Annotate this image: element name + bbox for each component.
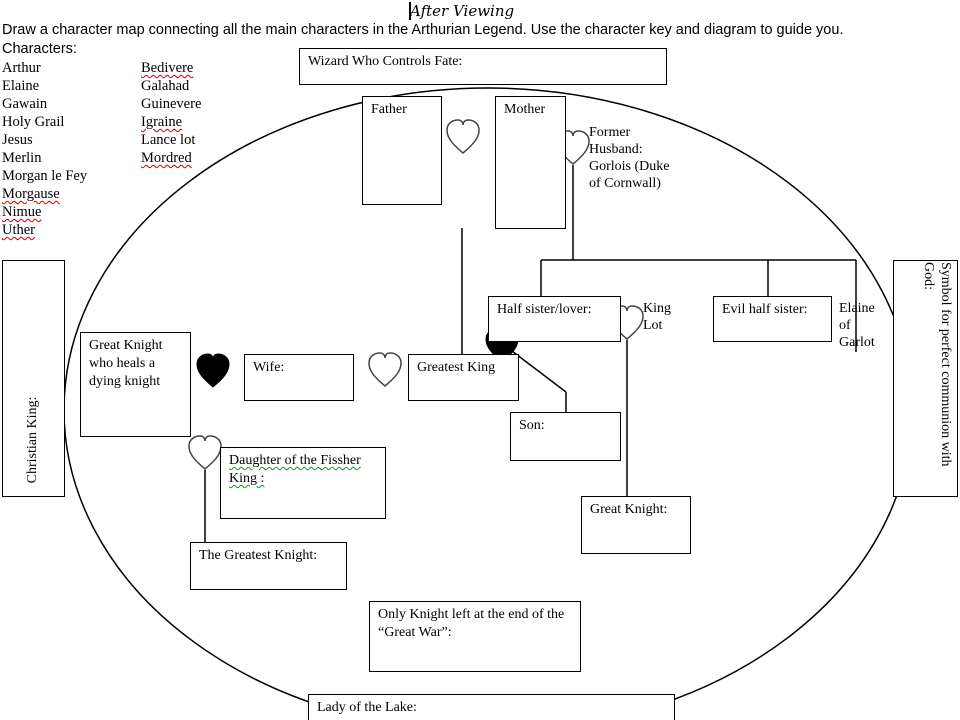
character-item: Arthur <box>2 60 41 76</box>
wizard-label: Wizard Who Controls Fate: <box>308 54 463 69</box>
wizard-box[interactable]: Wizard Who Controls Fate: <box>299 48 667 85</box>
character-item: Merlin <box>2 150 42 166</box>
great-knight-heals-label: Great Knight who heals a dying knight <box>89 338 163 389</box>
page-title: After Viewing <box>410 2 515 20</box>
greatest-king-box[interactable]: Greatest King <box>408 354 519 401</box>
wife-label: Wife: <box>253 360 285 375</box>
symbol-god-label: Symbol for perfect communion with God: <box>921 262 953 467</box>
instructions-text: Draw a character map connecting all the … <box>2 22 844 38</box>
lady-lake-label: Lady of the Lake: <box>317 700 417 715</box>
wife-box[interactable]: Wife: <box>244 354 354 401</box>
mother-label: Mother <box>504 102 546 117</box>
lady-lake-box[interactable]: Lady of the Lake: <box>308 694 675 720</box>
only-knight-label: Only Knight left at the end of the “Grea… <box>378 607 565 640</box>
son-label: Son: <box>519 418 545 433</box>
mother-box[interactable]: Mother <box>495 96 566 229</box>
half-sister-lover-box[interactable]: Half sister/lover: <box>488 296 621 342</box>
greatest-knight-box[interactable]: The Greatest Knight: <box>190 542 347 590</box>
heart-icon <box>368 352 402 387</box>
text-cursor <box>409 2 411 20</box>
character-list-left: Arthur Elaine Gawain Holy Grail Jesus Me… <box>2 59 87 239</box>
elaine-garlot-label: Elaine of Garlot <box>839 301 875 350</box>
evil-half-sister-label: Evil half sister: <box>722 302 808 317</box>
symbol-god-box[interactable] <box>893 260 958 497</box>
daughter-fisher-king-box[interactable]: Daughter of the Fissher King : <box>220 447 386 519</box>
character-item: Morgause <box>2 186 60 202</box>
christian-king-label: Christian King: <box>25 396 40 484</box>
character-item: Galahad <box>141 78 190 94</box>
filled-heart-icon <box>196 353 230 388</box>
great-knight-box[interactable]: Great Knight: <box>581 496 691 554</box>
character-item: Jesus <box>2 132 33 148</box>
characters-heading: Characters: <box>2 41 77 57</box>
daughter-fisher-king-label: Daughter of the Fissher King : <box>229 453 361 486</box>
half-sister-lover-label: Half sister/lover: <box>497 302 592 317</box>
character-item: Bedivere <box>141 60 194 76</box>
character-item: Igraine <box>141 114 183 130</box>
son-box[interactable]: Son: <box>510 412 621 461</box>
character-item: Guinevere <box>141 96 202 112</box>
character-item: Gawain <box>2 96 48 112</box>
father-box[interactable]: Father <box>362 96 442 205</box>
only-knight-box[interactable]: Only Knight left at the end of the “Grea… <box>369 601 581 672</box>
character-item: Nimue <box>2 204 42 220</box>
character-item: Uther <box>2 222 36 238</box>
character-item: Holy Grail <box>2 114 65 130</box>
greatest-knight-label: The Greatest Knight: <box>199 548 318 563</box>
heart-icon <box>446 119 480 154</box>
character-item: Lance lot <box>141 132 196 148</box>
king-lot-label: King Lot <box>643 301 671 333</box>
heart-icon <box>188 435 222 470</box>
character-list-right: Bedivere Galahad Guinevere Igraine Lance… <box>141 59 201 167</box>
character-item: Elaine <box>2 78 40 94</box>
former-husband-label: Former Husband: Gorlois (Duke of Cornwal… <box>589 125 670 191</box>
father-label: Father <box>371 102 407 117</box>
greatest-king-label: Greatest King <box>417 360 496 375</box>
evil-half-sister-box[interactable]: Evil half sister: <box>713 296 832 342</box>
christian-king-box[interactable] <box>2 260 65 497</box>
great-knight-heals-box[interactable]: Great Knight who heals a dying knight <box>80 332 191 437</box>
great-knight-label: Great Knight: <box>590 502 668 517</box>
character-item: Morgan le Fey <box>2 168 88 184</box>
character-item: Mordred <box>141 150 192 166</box>
